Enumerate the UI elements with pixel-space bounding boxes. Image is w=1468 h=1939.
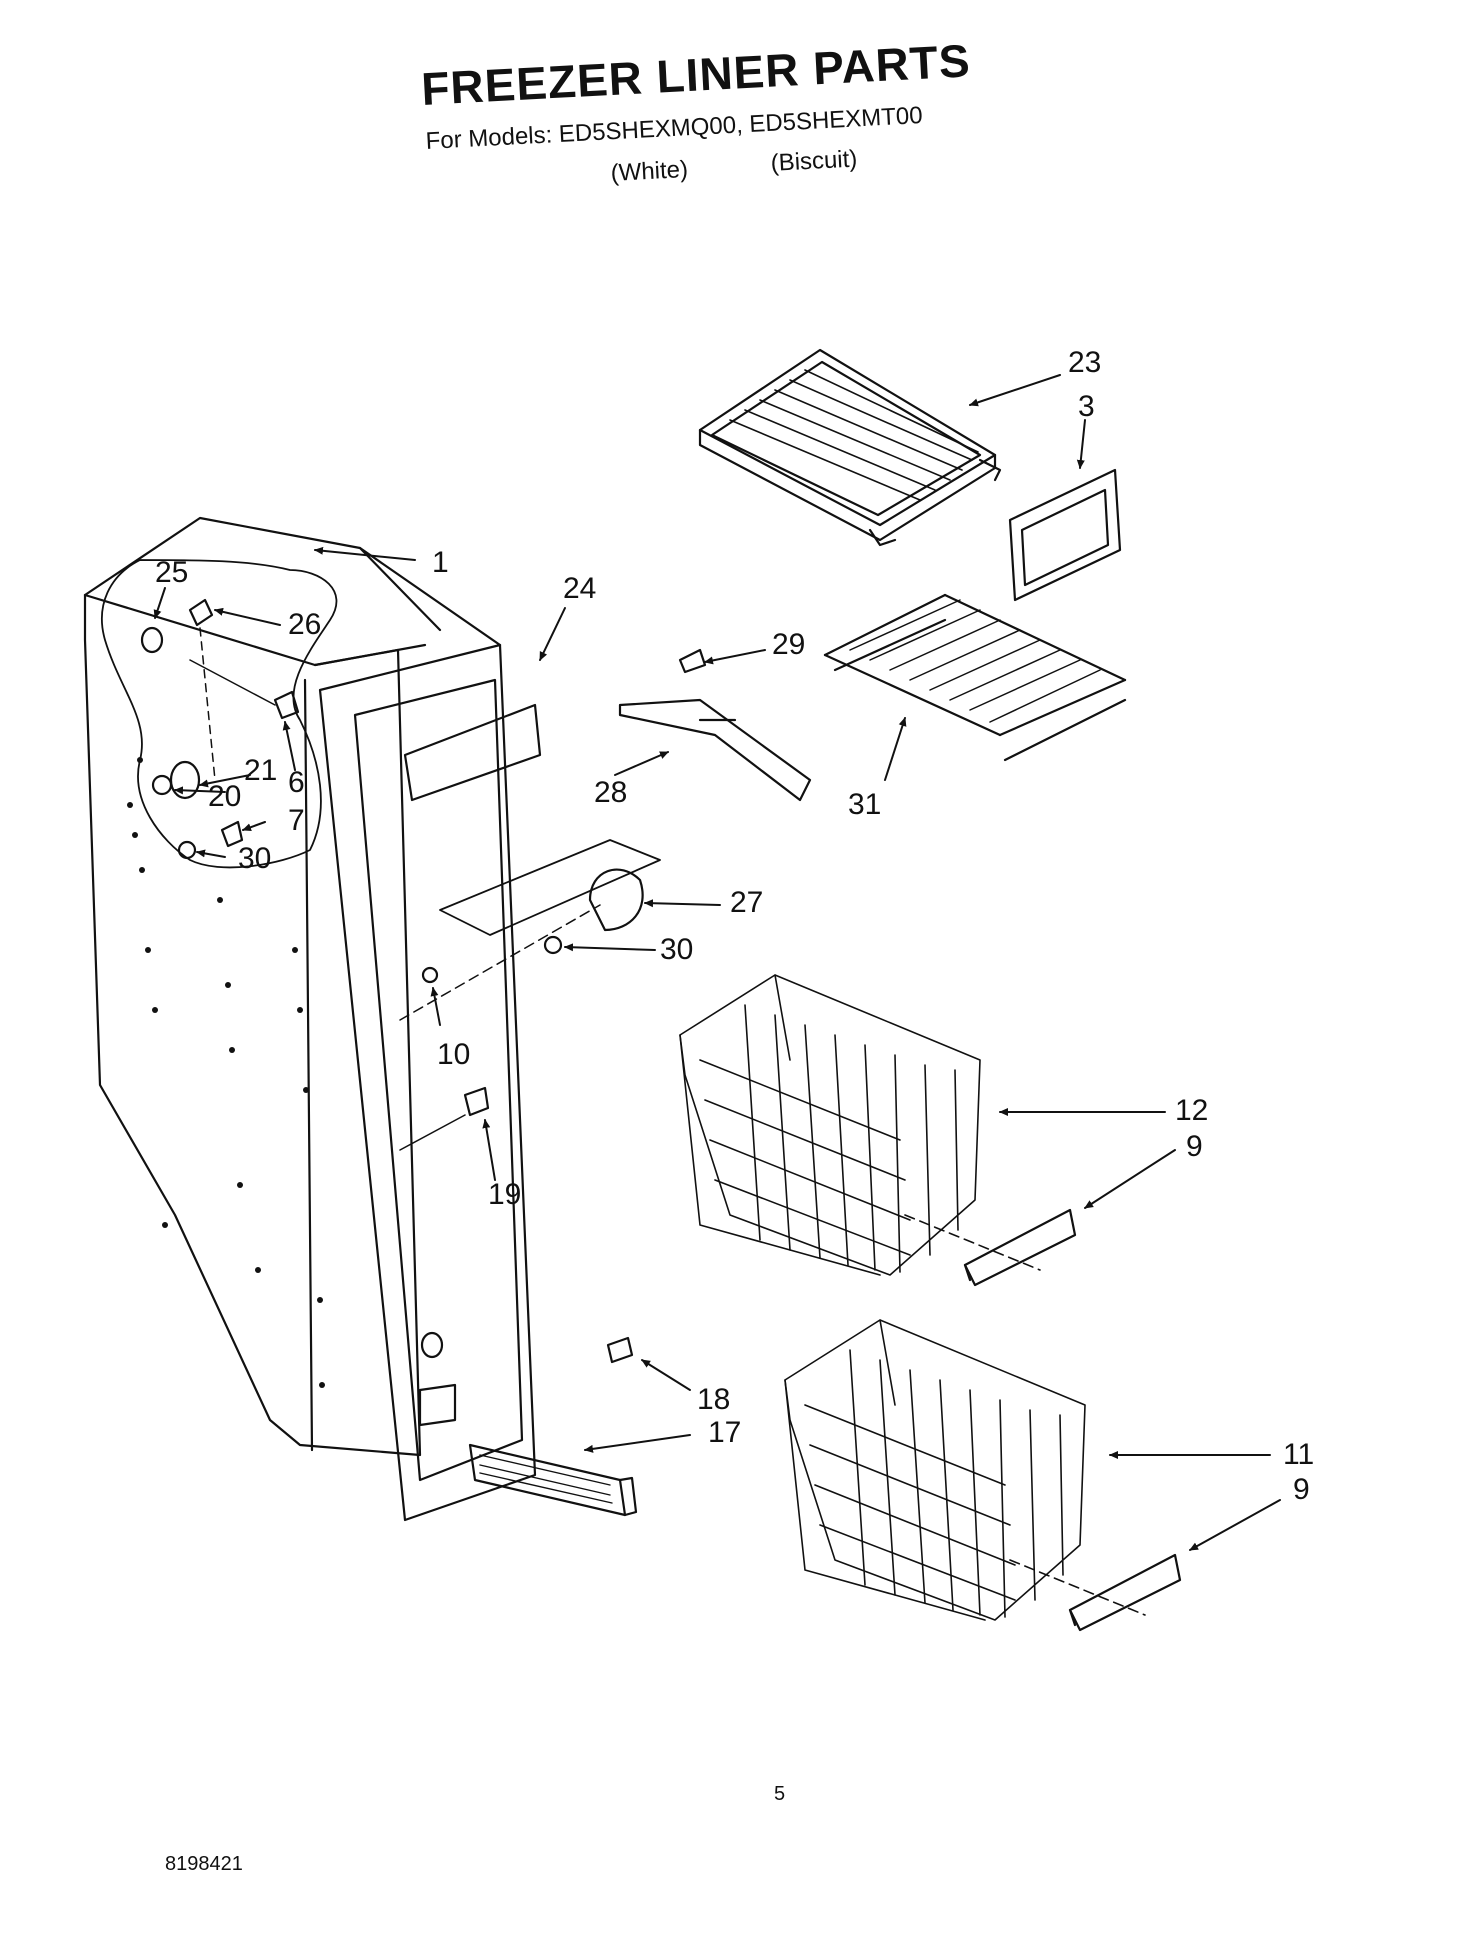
- callout-28: 28: [594, 776, 628, 809]
- callout-11: 11: [1283, 1438, 1315, 1471]
- page-number: 5: [774, 1783, 786, 1805]
- callout-20: 20: [208, 780, 242, 813]
- callout-23: 23: [1068, 346, 1102, 379]
- trim-part-9-upper: [963, 1208, 1077, 1287]
- callout-25: 25: [155, 556, 189, 589]
- basket-part-12: [679, 974, 1041, 1276]
- bracket-part-27: [399, 839, 661, 1021]
- callout-26: 26: [288, 608, 322, 641]
- callout-30-lower: 30: [660, 933, 694, 966]
- small-parts-10-19: [399, 966, 490, 1151]
- callout-18: 18: [697, 1383, 731, 1416]
- freezer-liner-part: [83, 516, 542, 1522]
- wire-shelf-part-31: [823, 593, 1127, 762]
- callout-9-upper: 9: [1186, 1130, 1203, 1163]
- grille-part-17: [468, 1443, 638, 1517]
- callout-30-upper: 30: [238, 842, 272, 875]
- document-number: 8198421: [165, 1853, 243, 1875]
- callout-29: 29: [772, 628, 806, 661]
- callout-19: 19: [488, 1178, 522, 1211]
- callout-3: 3: [1078, 390, 1095, 423]
- callout-12: 12: [1175, 1094, 1209, 1127]
- left-wall-components: [140, 598, 300, 860]
- callout-17: 17: [708, 1416, 742, 1449]
- callout-31: 31: [848, 788, 882, 821]
- callout-9-lower: 9: [1293, 1473, 1310, 1506]
- callout-1: 1: [432, 546, 449, 579]
- callout-7: 7: [288, 804, 305, 837]
- rail-part-28: [618, 698, 812, 802]
- callout-6: 6: [288, 766, 305, 799]
- callout-24: 24: [563, 572, 597, 605]
- screw-part-18: [606, 1336, 634, 1364]
- shelf-part-23: [698, 348, 1002, 547]
- panel-part-3: [1008, 468, 1122, 602]
- callout-27: 27: [730, 886, 764, 919]
- leader-arrows: [153, 374, 1281, 1551]
- callout-10: 10: [437, 1038, 471, 1071]
- callout-21: 21: [244, 754, 278, 787]
- trim-part-9-lower: [1068, 1553, 1182, 1632]
- basket-part-11: [784, 1319, 1146, 1621]
- screw-part-29: [678, 648, 707, 674]
